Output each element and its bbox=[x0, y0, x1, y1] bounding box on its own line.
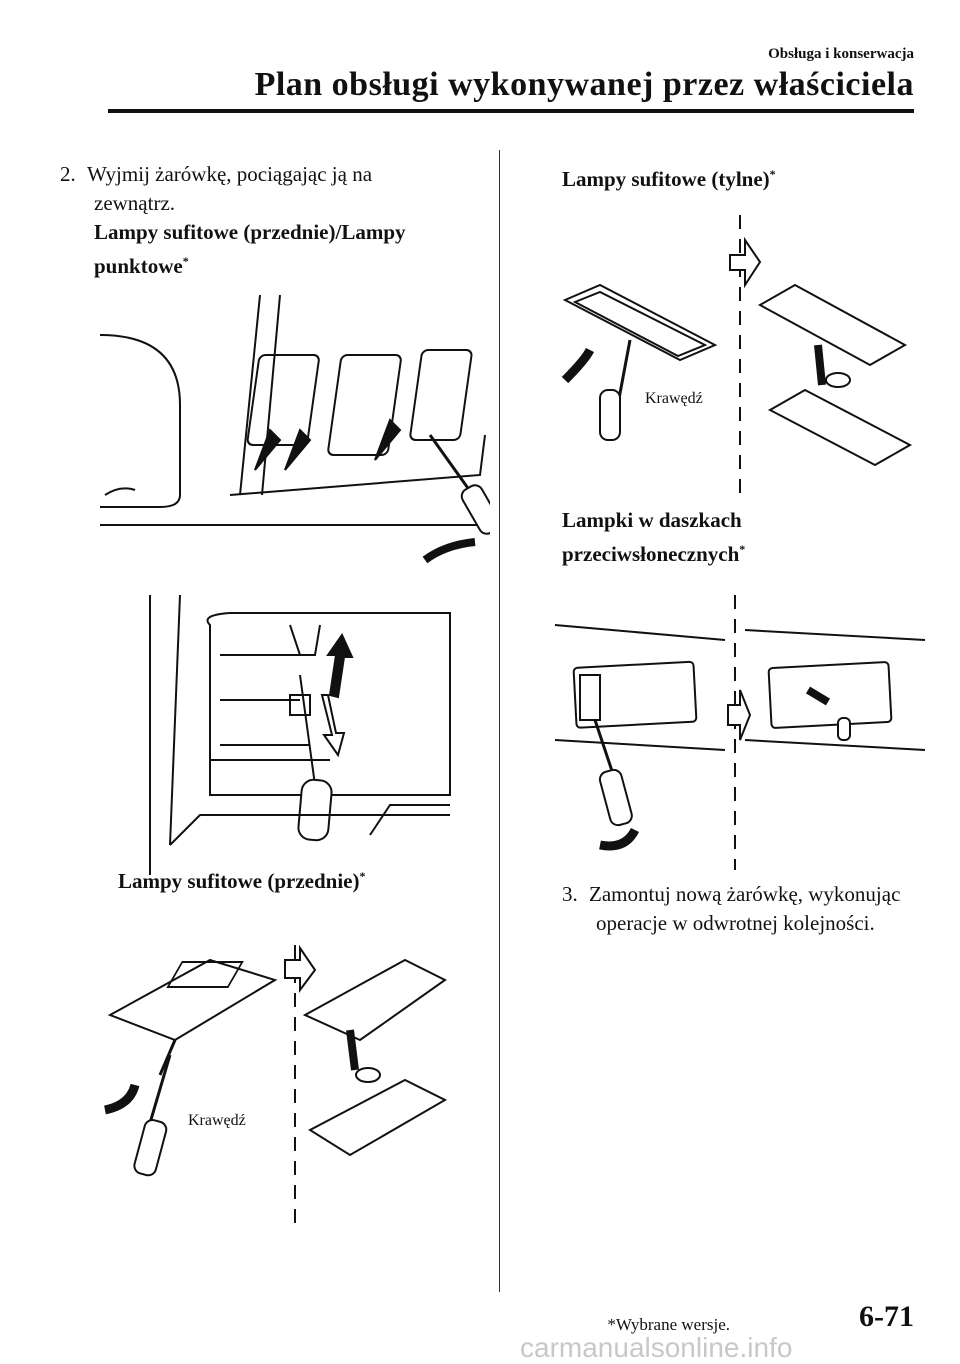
step-3: 3. Zamontuj nową żarówkę, wykonując bbox=[562, 880, 900, 909]
edge-label-rear: Krawędź bbox=[645, 390, 703, 407]
page-title: Plan obsługi wykonywanej przez właścicie… bbox=[254, 66, 914, 103]
heading-visor-cont: przeciwsłonecznych* bbox=[562, 542, 746, 566]
heading-front: Lampy sufitowe (przednie)* bbox=[118, 869, 366, 893]
footnote: *Wybrane wersje. bbox=[607, 1315, 730, 1334]
heading-rear: Lampy sufitowe (tylne)* bbox=[562, 167, 776, 191]
illustration-visor-lamp bbox=[550, 590, 930, 870]
step-text-cont: operacje w odwrotnej kolejności. bbox=[596, 911, 875, 935]
illustration-rear-lamp-removal: Krawędź bbox=[560, 210, 920, 500]
watermark: carmanualsonline.info bbox=[520, 1332, 793, 1363]
step-text-cont: zewnątrz. bbox=[94, 191, 176, 215]
heading-visor: Lampki w daszkach bbox=[562, 508, 742, 532]
step-text: Wyjmij żarówkę, pociągając ją na bbox=[87, 162, 373, 186]
header-rule bbox=[108, 109, 914, 113]
illustration-front-spot-lamps bbox=[99, 294, 501, 575]
step-number: 3. bbox=[562, 882, 578, 906]
column-divider bbox=[499, 150, 500, 1292]
step-2: 2. Wyjmij żarówkę, pociągając ją na bbox=[60, 160, 372, 189]
section-label: Obsługa i konserwacja bbox=[768, 46, 914, 62]
illustration-front-lamp-removal: Krawędź bbox=[100, 940, 460, 1230]
step-number: 2. bbox=[60, 162, 76, 186]
page-number: 6-71 bbox=[859, 1300, 914, 1333]
edge-label: Krawędź bbox=[188, 1112, 246, 1129]
step-text: Zamontuj nową żarówkę, wykonując bbox=[589, 882, 901, 906]
illustration-front-lamp-bulb bbox=[140, 594, 470, 875]
heading-front-spot-cont: punktowe* bbox=[94, 254, 189, 278]
heading-front-spot: Lampy sufitowe (przednie)/Lampy bbox=[94, 220, 406, 244]
